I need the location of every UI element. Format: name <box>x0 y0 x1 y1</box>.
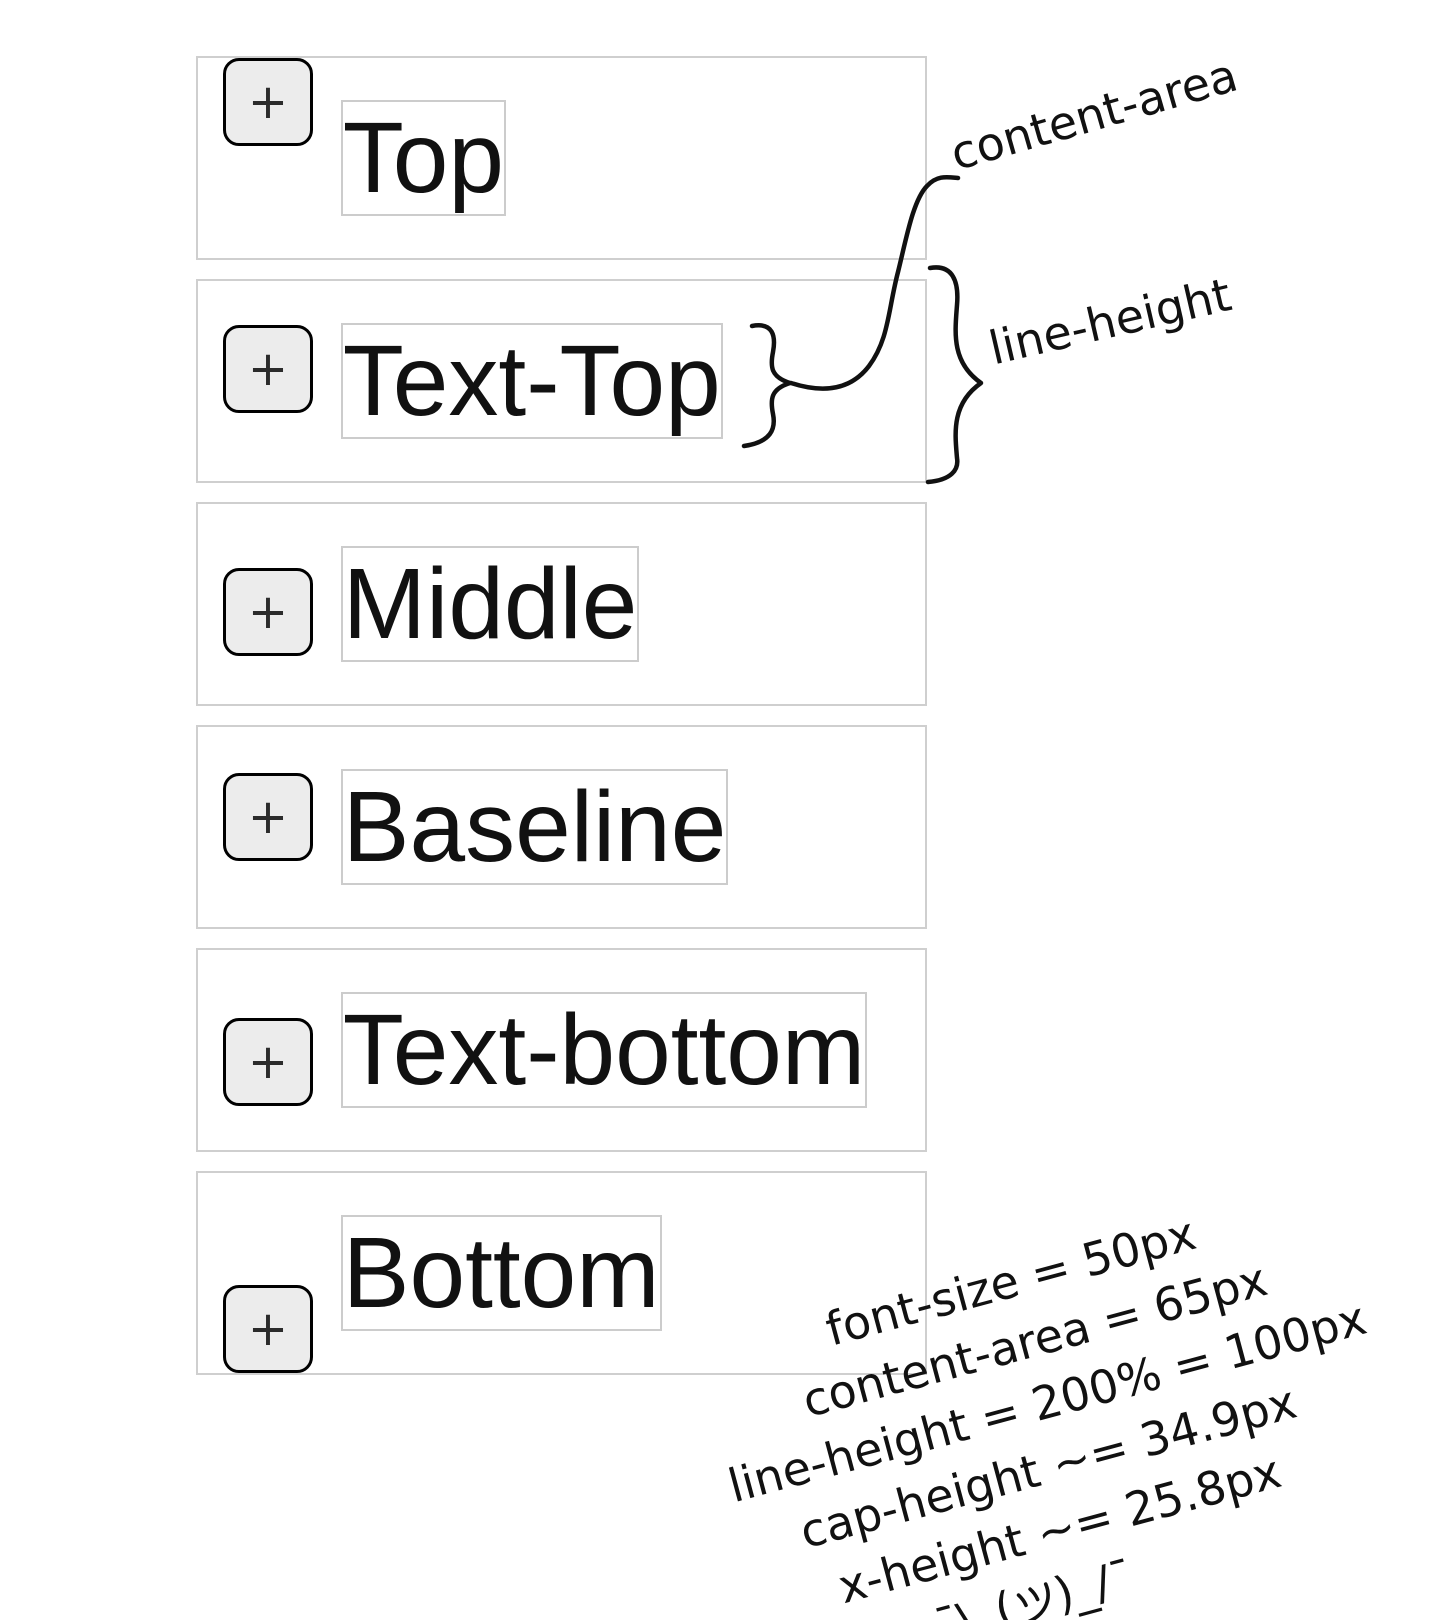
plus-tag-button[interactable]: + <box>223 1018 313 1106</box>
plus-icon: + <box>247 341 289 397</box>
plus-tag-button[interactable]: + <box>223 773 313 861</box>
alignment-row-middle: + Middle <box>196 502 927 706</box>
tsu-face-icon <box>1016 1582 1050 1620</box>
alignment-row-text-top: + Text-Top <box>196 279 927 483</box>
plus-icon: + <box>247 1034 289 1090</box>
shrug-emoticon: ¯\_()_/¯ <box>640 1468 1429 1620</box>
plus-tag-button[interactable]: + <box>223 567 313 656</box>
plus-tag-button[interactable]: + <box>223 58 313 146</box>
plus-icon: + <box>247 1301 289 1357</box>
alignment-row-bottom: + Bottom <box>196 1171 927 1375</box>
sample-text: Text-bottom <box>340 992 868 1108</box>
sample-text: Top <box>340 100 507 216</box>
sample-text: Middle <box>340 546 640 662</box>
alignment-demo-rows: + Top + Text-Top + Middle + Baseline + T… <box>196 56 927 1394</box>
plus-icon: + <box>247 74 289 130</box>
alignment-row-text-bottom: + Text-bottom <box>196 948 927 1152</box>
alignment-row-baseline: + Baseline <box>196 725 927 929</box>
plus-icon: + <box>247 789 289 845</box>
plus-tag-button[interactable]: + <box>223 1285 313 1373</box>
line-height-label: line-height <box>983 267 1237 376</box>
plus-icon: + <box>247 583 289 640</box>
alignment-row-top: + Top <box>196 56 927 260</box>
font-metrics-note: font-size = 50px content-area = 65px lin… <box>605 1151 1440 1620</box>
sample-text: Baseline <box>340 769 729 885</box>
plus-tag-button[interactable]: + <box>223 325 313 413</box>
line-height-brace <box>925 265 984 485</box>
sample-text: Bottom <box>340 1215 662 1331</box>
sample-text: Text-Top <box>340 323 723 439</box>
content-area-label: content-area <box>944 47 1244 181</box>
